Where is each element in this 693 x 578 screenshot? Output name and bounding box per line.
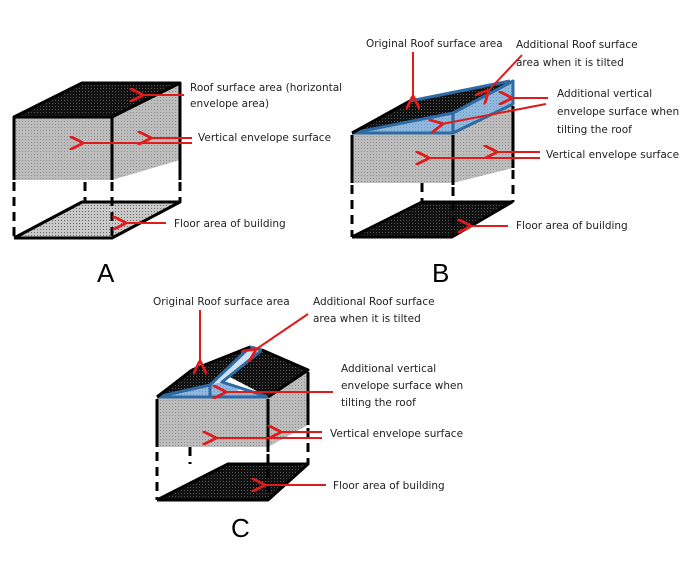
label-vertical-envelope: Vertical envelope surface (546, 149, 679, 161)
box-a (12, 81, 182, 240)
front-wall-surface (352, 133, 453, 183)
label-additional-vertical-line2: envelope surface when (341, 380, 463, 392)
label-floor-area: Floor area of building (333, 480, 445, 492)
label-original-roof: Original Roof surface area (153, 296, 290, 308)
panel-letter-a: A (97, 258, 115, 288)
floor-surface (352, 202, 512, 237)
edge (351, 99, 411, 135)
floor-surface (157, 464, 308, 500)
label-roof-area-line2: envelope area) (190, 98, 269, 110)
front-wall-surface (157, 397, 268, 447)
label-additional-vertical-line2: envelope surface when (557, 106, 679, 118)
panel-letter-b: B (432, 258, 449, 288)
front-wall-surface (14, 117, 112, 180)
box-c (155, 345, 310, 502)
edge (156, 462, 310, 502)
label-additional-roof-line1: Additional Roof surface (313, 296, 435, 308)
label-floor-area: Floor area of building (516, 220, 628, 232)
label-additional-roof-line2: area when it is tilted (516, 57, 624, 69)
panel-letter-c: C (231, 513, 250, 543)
label-vertical-envelope: Vertical envelope surface (330, 428, 463, 440)
side-wall-surface (453, 104, 513, 183)
label-additional-vertical-line3: tilting the roof (557, 124, 632, 136)
label-additional-roof-line1: Additional Roof surface (516, 39, 638, 51)
edge (261, 348, 310, 399)
label-original-roof: Original Roof surface area (366, 38, 503, 50)
additional-roof-arrow (255, 313, 309, 350)
additional-vertical-arrow-front (442, 103, 547, 124)
panel-a: Roof surface area (horizontal envelope a… (12, 81, 342, 288)
additional-roof-arrow (488, 54, 523, 91)
edge (351, 200, 514, 239)
original-roof-surface (352, 81, 510, 133)
label-floor-area: Floor area of building (174, 218, 286, 230)
label-additional-roof-line2: area when it is tilted (313, 313, 421, 325)
panel-c: Original Roof surface area Additional Ro… (153, 296, 463, 543)
label-vertical-envelope: Vertical envelope surface (198, 132, 331, 144)
label-additional-vertical-line3: tilting the roof (341, 397, 416, 409)
edge (13, 200, 182, 240)
label-roof-area-line1: Roof surface area (horizontal (190, 82, 342, 94)
edge (12, 81, 182, 180)
floor-surface (14, 202, 180, 238)
edge (156, 368, 193, 399)
label-additional-vertical-line1: Additional vertical (341, 363, 436, 375)
panel-b: Original Roof surface area Additional Ro… (350, 38, 679, 288)
label-additional-vertical-line1: Additional vertical (557, 88, 652, 100)
